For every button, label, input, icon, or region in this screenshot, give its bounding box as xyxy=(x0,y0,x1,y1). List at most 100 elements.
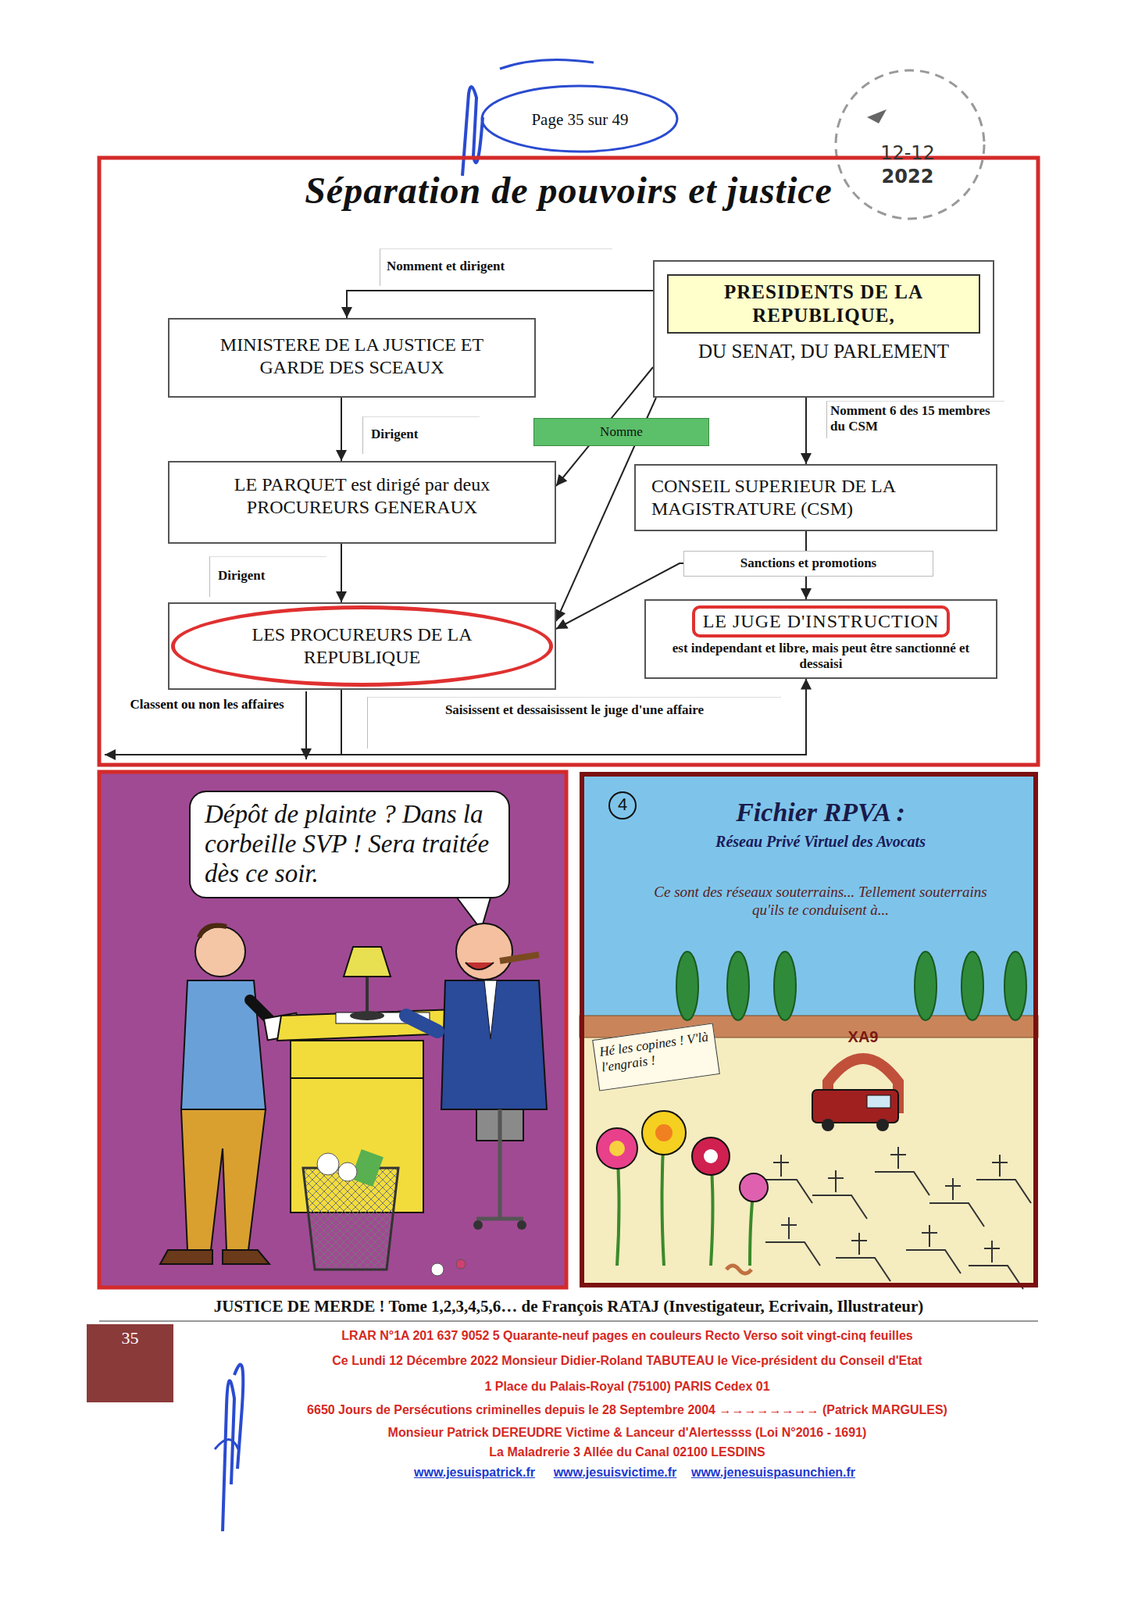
cartoon-office xyxy=(456,923,513,980)
grave-outline xyxy=(765,1241,821,1266)
edge-label: Dirigent xyxy=(362,416,480,454)
judge-box: LE JUGE D'INSTRUCTIONest independant et … xyxy=(644,599,998,679)
cartoon-office xyxy=(484,980,497,1039)
handwritten-marks xyxy=(462,86,483,176)
classify-arrows xyxy=(104,753,342,756)
connector-arrow xyxy=(340,543,343,603)
postmark-date: 12-12 xyxy=(868,142,947,165)
edge-label: Saisissent et dessaisissent le juge d'un… xyxy=(367,696,782,749)
cartoon-office xyxy=(365,976,369,1016)
grave-cross xyxy=(827,1170,844,1192)
edge-label: Nomme xyxy=(533,417,710,446)
grave-cross xyxy=(851,1232,867,1255)
cartoon-cemetery xyxy=(726,1265,752,1274)
node-text: Dépôt de plainte ? Dans la corbeille SVP… xyxy=(204,799,495,889)
cartoon-office xyxy=(99,771,567,1288)
cartoon-cemetery xyxy=(812,1089,899,1123)
cartoon-cemetery xyxy=(1004,951,1027,1021)
prosecutors-box: LES PROCUREURS DE LA REPUBLIQUE xyxy=(167,602,557,690)
connector-arrow xyxy=(346,290,653,318)
cartoon-office xyxy=(181,1109,266,1250)
node-text: Ce sont des réseaux souterrains... Telle… xyxy=(638,883,1003,920)
cartoon-office xyxy=(199,925,227,938)
prosecution-box: LE PARQUET est dirigé par deux PROCUREUR… xyxy=(167,460,557,544)
cartoon-cemetery xyxy=(876,1118,889,1131)
node-text: CONSEIL SUPERIEUR DE LA MAGISTRATURE (CS… xyxy=(651,474,981,521)
node-text: MINISTERE DE LA JUSTICE ET GARDE DES SCE… xyxy=(192,333,511,379)
cartoon-cemetery xyxy=(703,1148,718,1164)
grave-outline xyxy=(874,1171,930,1196)
cartoon-cemetery xyxy=(655,1123,673,1142)
cartoon-office xyxy=(99,771,567,1288)
handwritten-marks xyxy=(866,109,887,124)
cartoon-office xyxy=(441,980,547,1110)
grave-cross xyxy=(781,1216,797,1239)
cartoon-cemetery xyxy=(579,771,1039,1030)
callout-circle xyxy=(609,792,636,819)
page-number-block xyxy=(86,1323,174,1403)
grave-cross xyxy=(773,1154,789,1177)
cartoon-office xyxy=(499,954,539,961)
authority-box: PRESIDENTS DE LA REPUBLIQUE,DU SENAT, DU… xyxy=(652,260,995,398)
handwritten-marks xyxy=(481,85,678,152)
edge-label: Dirigent xyxy=(209,556,327,597)
grave-cross xyxy=(984,1240,1000,1263)
node-text: LE JUGE D'INSTRUCTION xyxy=(692,605,951,638)
address-line: LRAR N°1A 201 637 9052 5 Quarante-neuf p… xyxy=(197,1328,1057,1343)
address-line: La Maladrerie 3 Allée du Canal 02100 LES… xyxy=(197,1444,1057,1460)
postmark-year: 2022 xyxy=(868,165,947,188)
cartoon-cemetery xyxy=(961,951,984,1021)
gate-sign: XA9 xyxy=(838,1027,889,1046)
speech-bubble: Hé les copines ! V'là l'engrais ! xyxy=(592,1022,721,1091)
cartoon-cemetery xyxy=(642,1110,686,1155)
cartoon-office xyxy=(343,946,391,977)
grave-outline xyxy=(812,1195,867,1219)
action-note: Classent ou non les affaires xyxy=(117,696,297,713)
node-text: DU SENAT, DU PARLEMENT xyxy=(662,339,985,364)
website-link: www.jesuispatrick.fr xyxy=(406,1465,543,1480)
node-text: Hé les copines ! V'là l'engrais ! xyxy=(598,1028,713,1074)
grave-cross xyxy=(890,1146,907,1169)
grave-outline xyxy=(929,1202,985,1227)
connector-arrow xyxy=(805,397,807,464)
cartoon-office xyxy=(431,1263,444,1276)
grave-cross xyxy=(991,1154,1008,1177)
cartoon-office xyxy=(338,1162,357,1181)
edge-label: Nomment et dirigent xyxy=(379,248,613,286)
cartoon-office xyxy=(456,1259,466,1269)
book-caption: JUSTICE DE MERDE ! Tome 1,2,3,4,5,6… de … xyxy=(99,1296,1039,1317)
node-text: LE PARQUET est dirigé par deux PROCUREUR… xyxy=(200,473,524,519)
grave-cross xyxy=(945,1177,961,1200)
node-text: Réseau Privé Virtuel des Avocats xyxy=(638,831,1003,851)
grave-outline xyxy=(976,1179,1032,1203)
node-text: LES PROCUREURS DE LA REPUBLIQUE xyxy=(171,605,554,687)
cartoon-cemetery xyxy=(676,951,1027,1021)
node-text: Fichier RPVA : xyxy=(638,796,1003,829)
ministry-box: MINISTERE DE LA JUSTICE ET GARDE DES SCE… xyxy=(167,317,536,398)
classify-arrows xyxy=(305,691,307,760)
caption-rule xyxy=(99,1320,1039,1322)
handwritten-marks xyxy=(222,1364,243,1531)
handwritten-marks xyxy=(835,70,985,219)
speech-bubble: Dépôt de plainte ? Dans la corbeille SVP… xyxy=(189,790,511,899)
address-line: 6650 Jours de Persécutions criminelles d… xyxy=(197,1402,1057,1417)
cartoon-office xyxy=(290,1077,424,1079)
cartoon-cemetery xyxy=(866,1095,891,1108)
edge-label: Sanctions et promotions xyxy=(683,550,934,577)
page-number: 35 xyxy=(86,1327,174,1349)
cartoon-office xyxy=(465,962,494,970)
grave-outline xyxy=(835,1257,891,1281)
connector-arrow xyxy=(341,678,807,755)
cartoon-office xyxy=(406,1015,438,1032)
cartoon-panel: Fichier RPVA :Réseau Privé Virtuel des A… xyxy=(579,771,1039,1288)
grave-outline xyxy=(906,1249,961,1274)
diagram-frame xyxy=(99,157,1039,765)
address-line: 1 Place du Palais-Royal (75100) PARIS Ce… xyxy=(197,1379,1057,1394)
cartoon-office xyxy=(349,1010,385,1021)
cartoon-office xyxy=(517,1220,527,1230)
cartoon-office xyxy=(303,1167,399,1270)
cartoon-cemetery xyxy=(821,1118,835,1131)
cartoon-cemetery xyxy=(739,1173,768,1202)
